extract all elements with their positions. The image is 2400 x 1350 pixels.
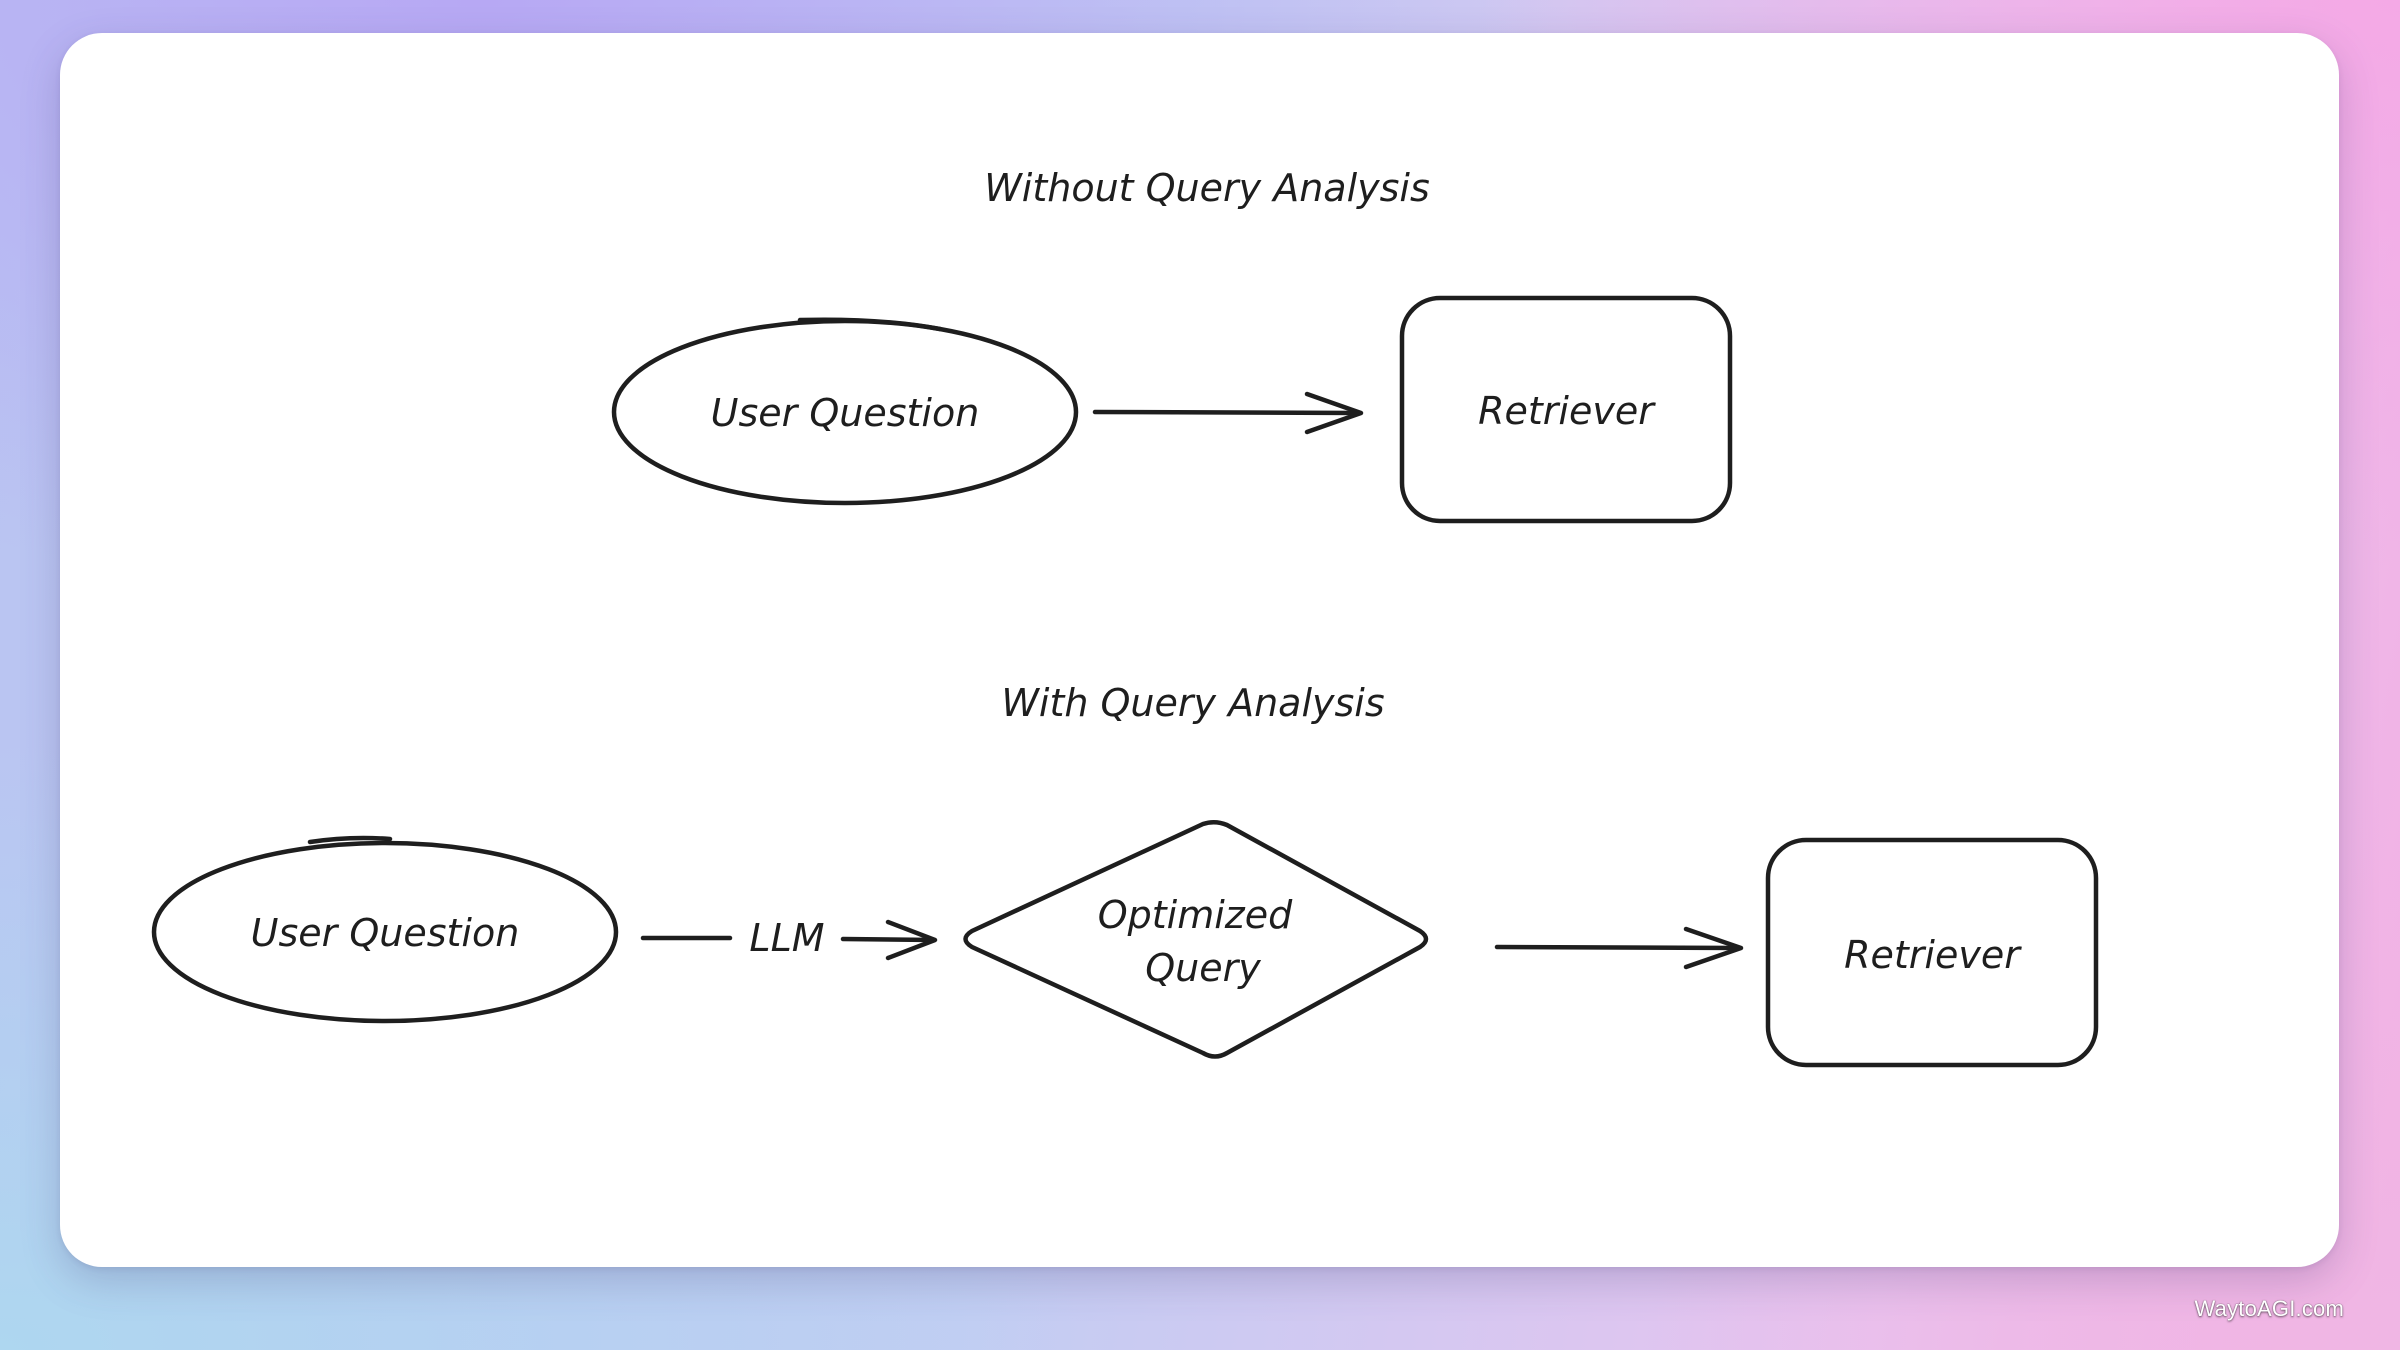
node-label: User Question [711,391,980,435]
node-user-question-bottom: User Question [151,835,619,1024]
node-label: Retriever [1844,933,2022,977]
node-optimized-query: Optimized Query [963,820,1429,1059]
node-user-question-top: User Question [611,317,1079,506]
node-retriever-bottom: Retriever [1765,837,2099,1068]
box-shape [1765,837,2099,1068]
node-label-line2: Query [1145,946,1261,990]
edge-label-llm: LLM [749,916,824,960]
section-title-without: Without Query Analysis [984,166,1430,210]
ellipse-sketch-overlap [307,835,393,845]
ellipse-sketch-overlap [797,317,943,332]
watermark-text: WaytoAGI.com [2194,1296,2344,1321]
node-label: User Question [251,911,520,955]
diagram-card: Without Query Analysis User Question Ret… [60,33,2339,1267]
node-label-line1: Optimized [1098,893,1293,937]
arrow-shaft [1092,409,1363,416]
arrow-head [885,919,938,961]
arrow-shaft [1494,944,1743,951]
arrow-head [1683,926,1744,970]
arrow-shaft-right [840,936,937,943]
arrow-bottom [1494,926,1744,970]
section-title-with: With Query Analysis [1001,681,1384,725]
node-retriever-top: Retriever [1399,295,1733,524]
ellipse-shape [151,840,619,1024]
box-shape [1399,295,1733,524]
diamond-shape [963,820,1429,1059]
arrow-llm: LLM [640,916,938,961]
node-label: Retriever [1478,389,1656,433]
arrow-head [1304,391,1364,435]
arrow-top [1092,391,1364,435]
flow-diagram: Without Query Analysis User Question Ret… [151,166,2099,1068]
